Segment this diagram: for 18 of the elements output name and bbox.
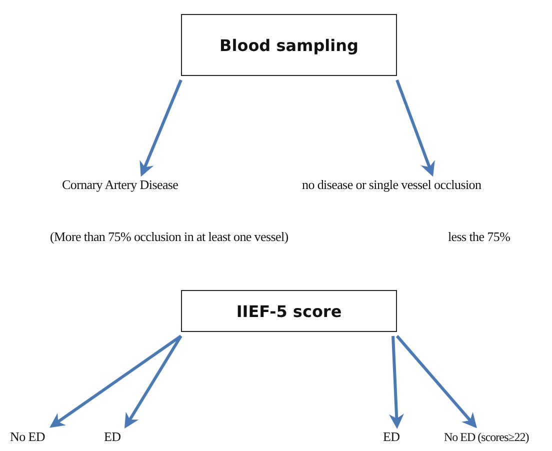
arrow xyxy=(140,79,182,177)
outcome-label: no disease or single vessel occlusion xyxy=(302,177,482,192)
process-box xyxy=(181,14,397,76)
box-title: Blood sampling xyxy=(220,36,358,54)
criterion-note: less the 75% xyxy=(448,229,510,245)
outcome-label: No ED xyxy=(10,429,45,444)
arrow xyxy=(396,79,435,177)
outcome-label: ED xyxy=(383,429,400,444)
arrow xyxy=(50,334,182,428)
process-box xyxy=(181,290,397,332)
arrow xyxy=(388,336,404,429)
outcome-label: Cornary Artery Disease xyxy=(62,177,178,192)
arrow xyxy=(124,335,182,429)
criterion-note: (More than 75% occlusion in at least one vessel) xyxy=(50,229,288,245)
box-title: IIEF-5 score xyxy=(236,302,342,320)
outcome-label: ED xyxy=(104,429,121,444)
outcome-label: No ED (scores≥22) xyxy=(444,430,529,444)
arrow xyxy=(396,335,477,428)
